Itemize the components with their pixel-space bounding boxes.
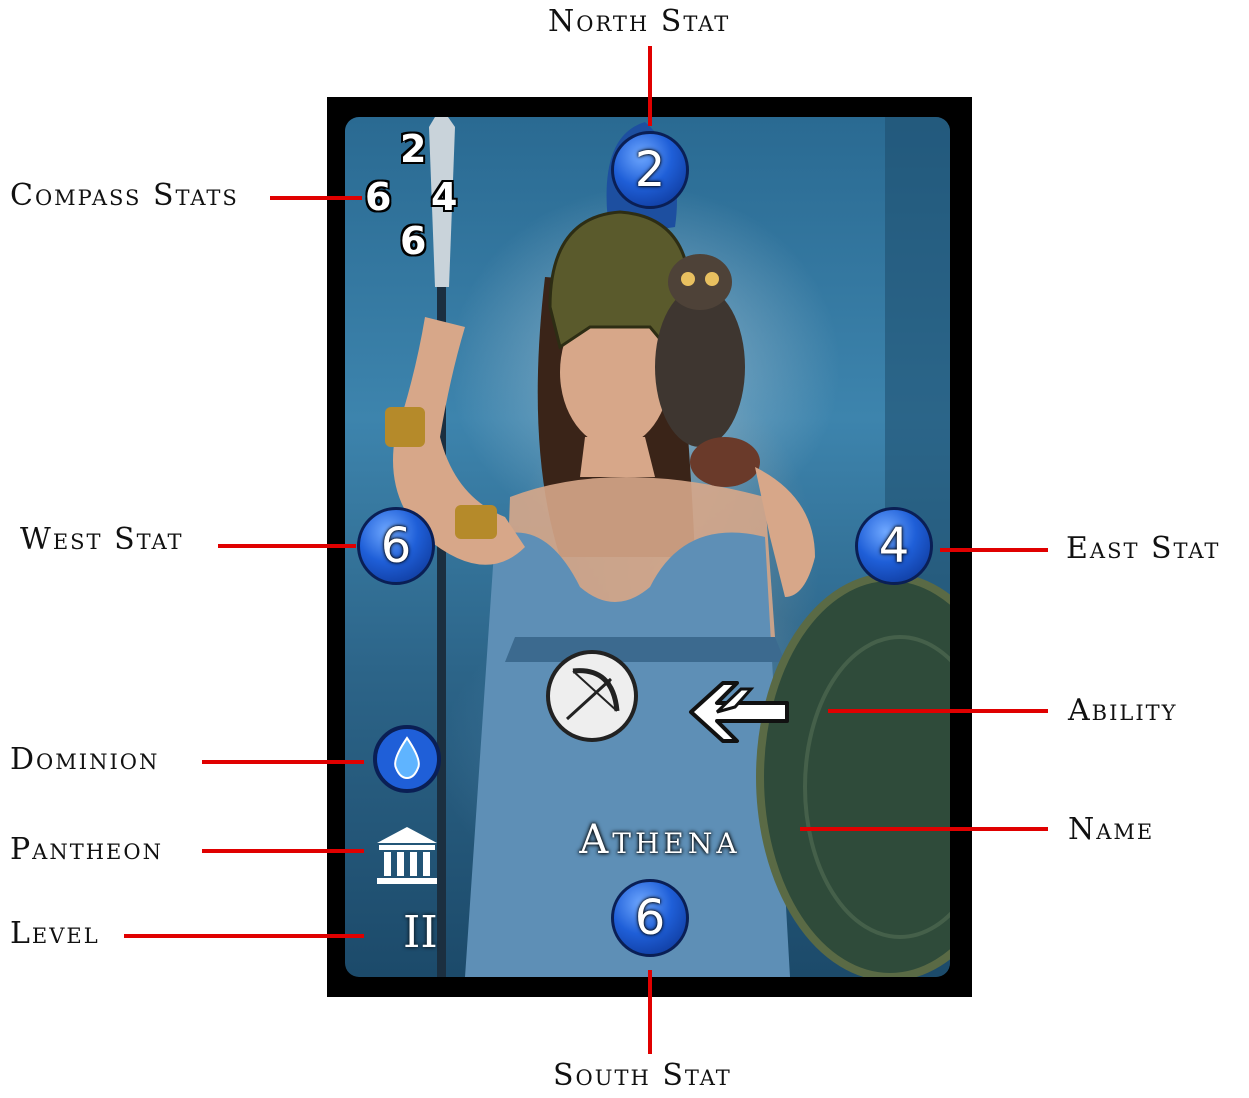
- card-name: Athena: [579, 817, 741, 863]
- connector-north: [648, 46, 652, 126]
- connector-name: [800, 827, 1048, 831]
- compass-north-value: 2: [400, 127, 427, 171]
- connector-west: [218, 544, 356, 548]
- label-level: Level: [10, 916, 100, 951]
- connector-dominion: [202, 760, 364, 764]
- connector-pantheon: [202, 849, 364, 853]
- label-ability: Ability: [1068, 693, 1178, 728]
- compass-south-value: 6: [400, 219, 427, 263]
- label-dominion: Dominion: [10, 742, 160, 777]
- connector-ability: [828, 709, 1048, 713]
- connector-level: [124, 934, 364, 938]
- compass-east-value: 4: [431, 175, 458, 219]
- label-west-stat: West Stat: [20, 522, 184, 557]
- compass-west-value: 6: [365, 175, 392, 219]
- connector-east: [940, 548, 1048, 552]
- card-artwork: 2 6 4 6 2 6 4 6 Athena: [345, 117, 950, 977]
- connector-south: [648, 970, 652, 1054]
- west-stat-badge: 6: [357, 507, 435, 585]
- bow-and-arrow-icon: [546, 650, 638, 742]
- label-compass-stats: Compass Stats: [10, 178, 239, 213]
- greek-temple-icon: [377, 827, 437, 884]
- card: 2 6 4 6 2 6 4 6 Athena: [327, 97, 972, 997]
- label-name: Name: [1068, 812, 1155, 847]
- card-level: II: [403, 907, 438, 958]
- label-east-stat: East Stat: [1066, 531, 1221, 566]
- label-south-stat: South Stat: [553, 1058, 732, 1093]
- north-stat-badge: 2: [611, 131, 689, 209]
- connector-compass: [270, 196, 362, 200]
- label-north-stat: North Stat: [548, 4, 731, 39]
- label-pantheon: Pantheon: [10, 832, 163, 867]
- double-arrow-left-icon: [689, 681, 789, 743]
- east-stat-badge: 4: [855, 507, 933, 585]
- water-drop-icon: [373, 725, 441, 793]
- south-stat-badge: 6: [611, 879, 689, 957]
